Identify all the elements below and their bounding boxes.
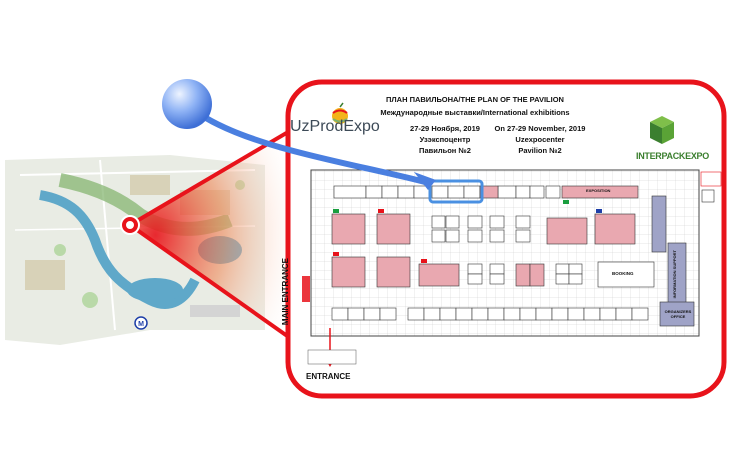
en-line: On 27-29 November, 2019 bbox=[494, 124, 586, 133]
booking-label: BOOKING bbox=[612, 271, 634, 276]
interpackexpo-cube-icon bbox=[650, 116, 674, 144]
pointer-ball-icon bbox=[162, 79, 212, 129]
uzprodexpo-logo: UzProdExpo bbox=[290, 118, 380, 135]
ru-line: Павильон №2 bbox=[419, 146, 471, 155]
main-entrance-label: MAIN ENTRANCE bbox=[281, 258, 290, 326]
interpackexpo-logo: INTERPACKEXPO bbox=[636, 151, 709, 161]
focus-wedge bbox=[130, 125, 300, 345]
expo-label: EXPOSITION bbox=[586, 188, 611, 193]
svg-text:M: M bbox=[138, 321, 144, 328]
russian-details: 27-29 Ноября, 2019 Узэкспоцентр Павильон… bbox=[400, 123, 490, 156]
floor-plan bbox=[302, 169, 722, 367]
english-details: On 27-29 November, 2019 Uzexpocenter Pav… bbox=[490, 123, 590, 156]
ru-line: Узэкспоцентр bbox=[419, 135, 471, 144]
plan-subtitle: Международные выставки/International exh… bbox=[380, 108, 570, 117]
information-support-label: INFORMATION SUPPORT bbox=[672, 250, 677, 299]
ru-line: 27-29 Ноября, 2019 bbox=[410, 124, 480, 133]
highlighted-booth bbox=[428, 179, 484, 204]
organizers-office-label: ORGANIZERS OFFICE bbox=[664, 309, 692, 319]
en-line: Uzexpocenter bbox=[515, 135, 565, 144]
pointer-arrow bbox=[203, 115, 428, 185]
entrance-label: ENTRANCE bbox=[306, 372, 351, 381]
en-line: Pavilion №2 bbox=[518, 146, 562, 155]
uzprodexpo-apple-icon bbox=[332, 102, 348, 124]
metro-icon: M bbox=[134, 316, 148, 330]
plan-title: ПЛАН ПАВИЛЬОНА/THE PLAN OF THE PAVILION bbox=[386, 95, 564, 104]
